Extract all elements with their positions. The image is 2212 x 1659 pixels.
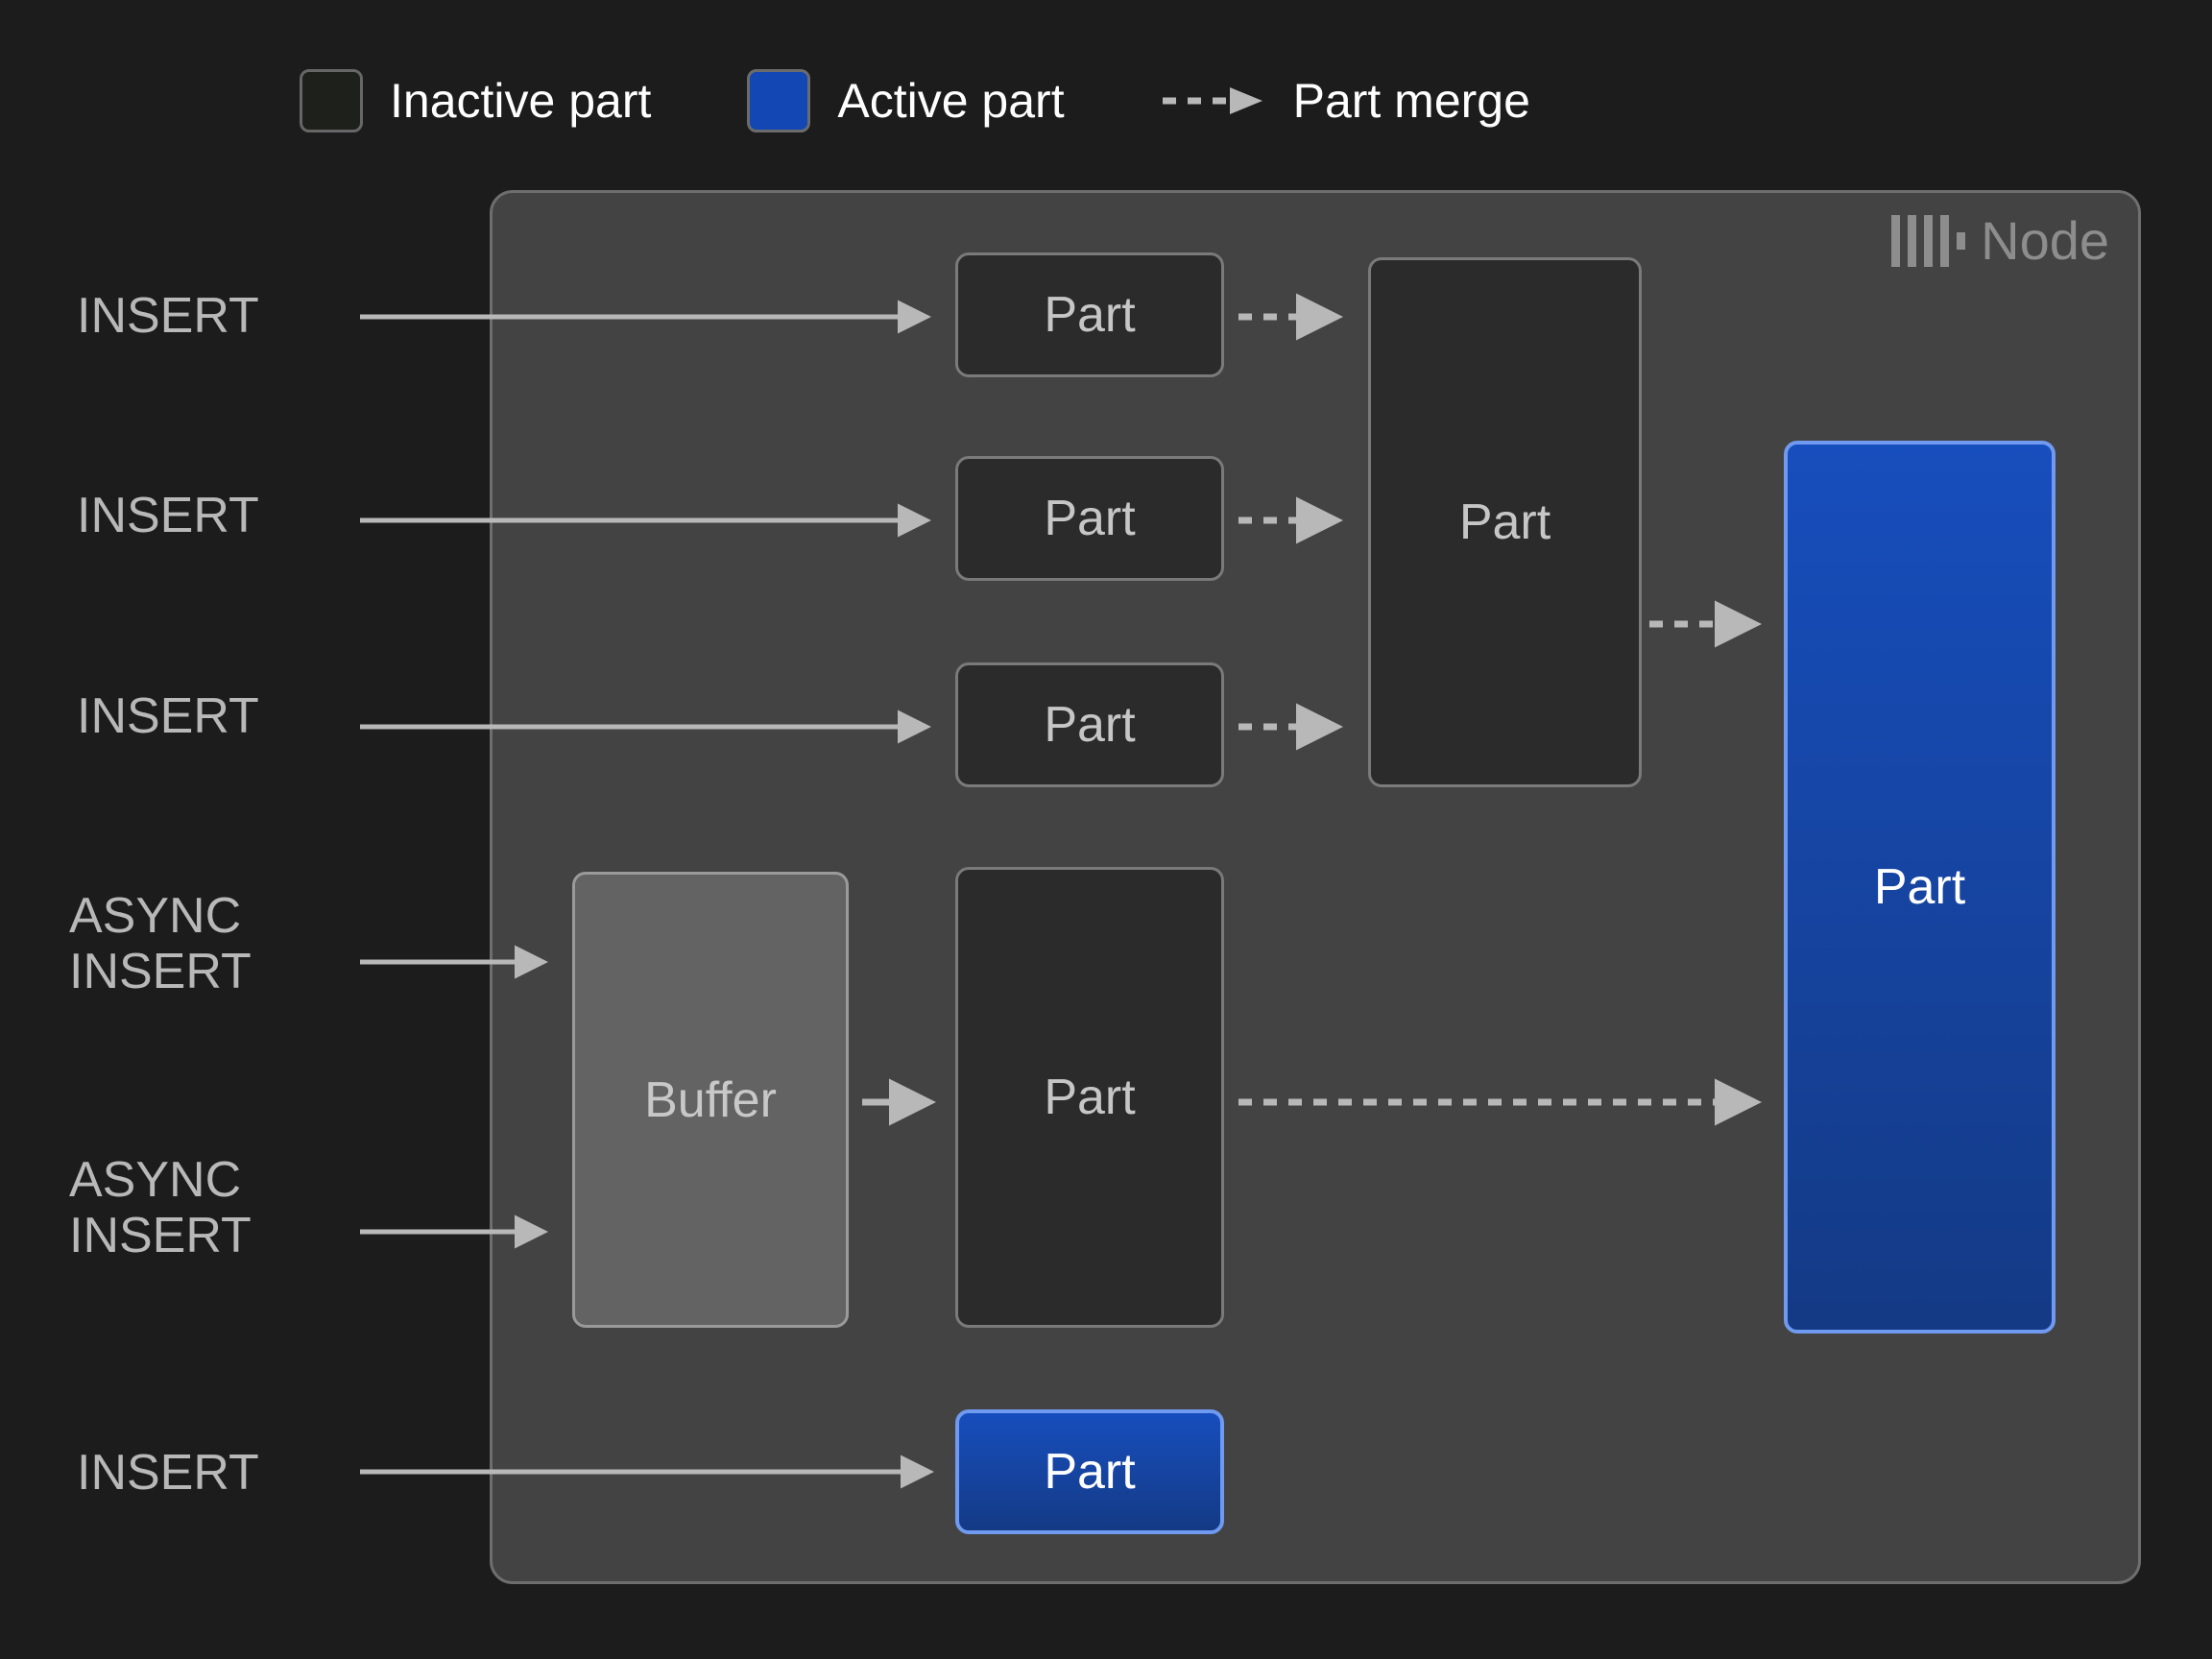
source-label-async-insert-1: ASYNC INSERT	[69, 888, 252, 999]
legend-label-inactive-part: Inactive part	[390, 74, 652, 128]
legend-label-part-merge: Part merge	[1292, 74, 1530, 128]
inactive-part-swatch-icon	[300, 69, 363, 132]
dashed-arrow-icon	[1161, 86, 1266, 115]
part-box-3[interactable]: Part	[955, 662, 1224, 787]
direct-active-part-box[interactable]: Part	[955, 1409, 1224, 1534]
part-box-1[interactable]: Part	[955, 252, 1224, 377]
final-active-part-box[interactable]: Part	[1784, 441, 2056, 1334]
source-label-insert-1: INSERT	[77, 288, 259, 344]
active-part-swatch-icon	[747, 69, 811, 132]
legend: Inactive part Active part Part merge	[0, 58, 2212, 144]
source-label-insert-2: INSERT	[77, 488, 259, 543]
async-part-box[interactable]: Part	[955, 867, 1224, 1328]
buffer-box[interactable]: Buffer	[572, 872, 849, 1328]
node-title-label: Node	[1981, 210, 2109, 271]
source-label-insert-3: INSERT	[77, 688, 259, 744]
part-box-2[interactable]: Part	[955, 456, 1224, 581]
legend-item-inactive-part: Inactive part	[300, 69, 651, 132]
legend-label-active-part: Active part	[837, 74, 1065, 128]
legend-item-active-part: Active part	[747, 69, 1065, 132]
source-label-async-insert-2: ASYNC INSERT	[69, 1152, 252, 1263]
legend-item-part-merge: Part merge	[1161, 77, 1530, 125]
clickhouse-logo-icon	[1891, 215, 1966, 267]
merged-part-box[interactable]: Part	[1368, 257, 1642, 787]
node-title: Node	[1891, 214, 2109, 268]
source-label-insert-4: INSERT	[77, 1445, 259, 1501]
